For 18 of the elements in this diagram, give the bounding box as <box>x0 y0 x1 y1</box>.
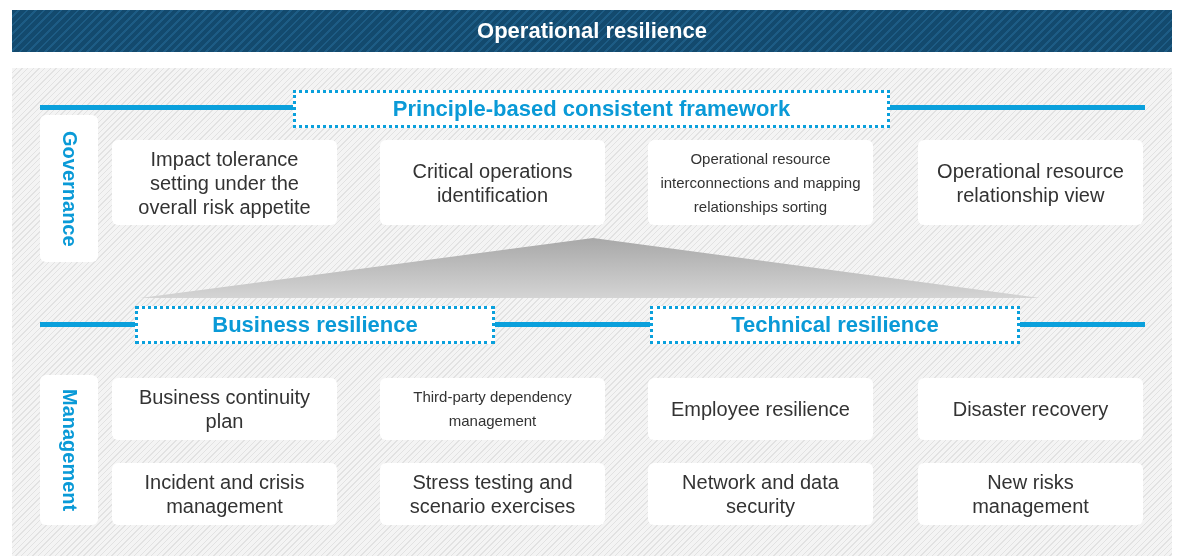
section-heading: Technical resilience <box>650 306 1020 344</box>
text-card: Critical operations identification <box>380 140 605 225</box>
text-card: Operational resource interconnections and mapping relationships sorting <box>648 140 873 225</box>
section-heading: Business resilience <box>135 306 495 344</box>
text-card: Impact tolerance setting under the overall risk appetite <box>112 140 337 225</box>
text-card: Employee resilience <box>648 378 873 440</box>
text-card: Incident and crisis management <box>112 463 337 525</box>
text-card: Operational resource relationship view <box>918 140 1143 225</box>
text-card: Business continuity plan <box>112 378 337 440</box>
text-card: New risks management <box>918 463 1143 525</box>
text-card: Third-party dependency management <box>380 378 605 440</box>
text-card: Network and data security <box>648 463 873 525</box>
section-label: Management <box>40 375 98 525</box>
text-card: Disaster recovery <box>918 378 1143 440</box>
title-banner: Operational resilience <box>12 10 1172 52</box>
section-label: Governance <box>40 115 98 262</box>
text-card: Stress testing and scenario exercises <box>380 463 605 525</box>
framework-heading: Principle-based consistent framework <box>293 90 890 128</box>
